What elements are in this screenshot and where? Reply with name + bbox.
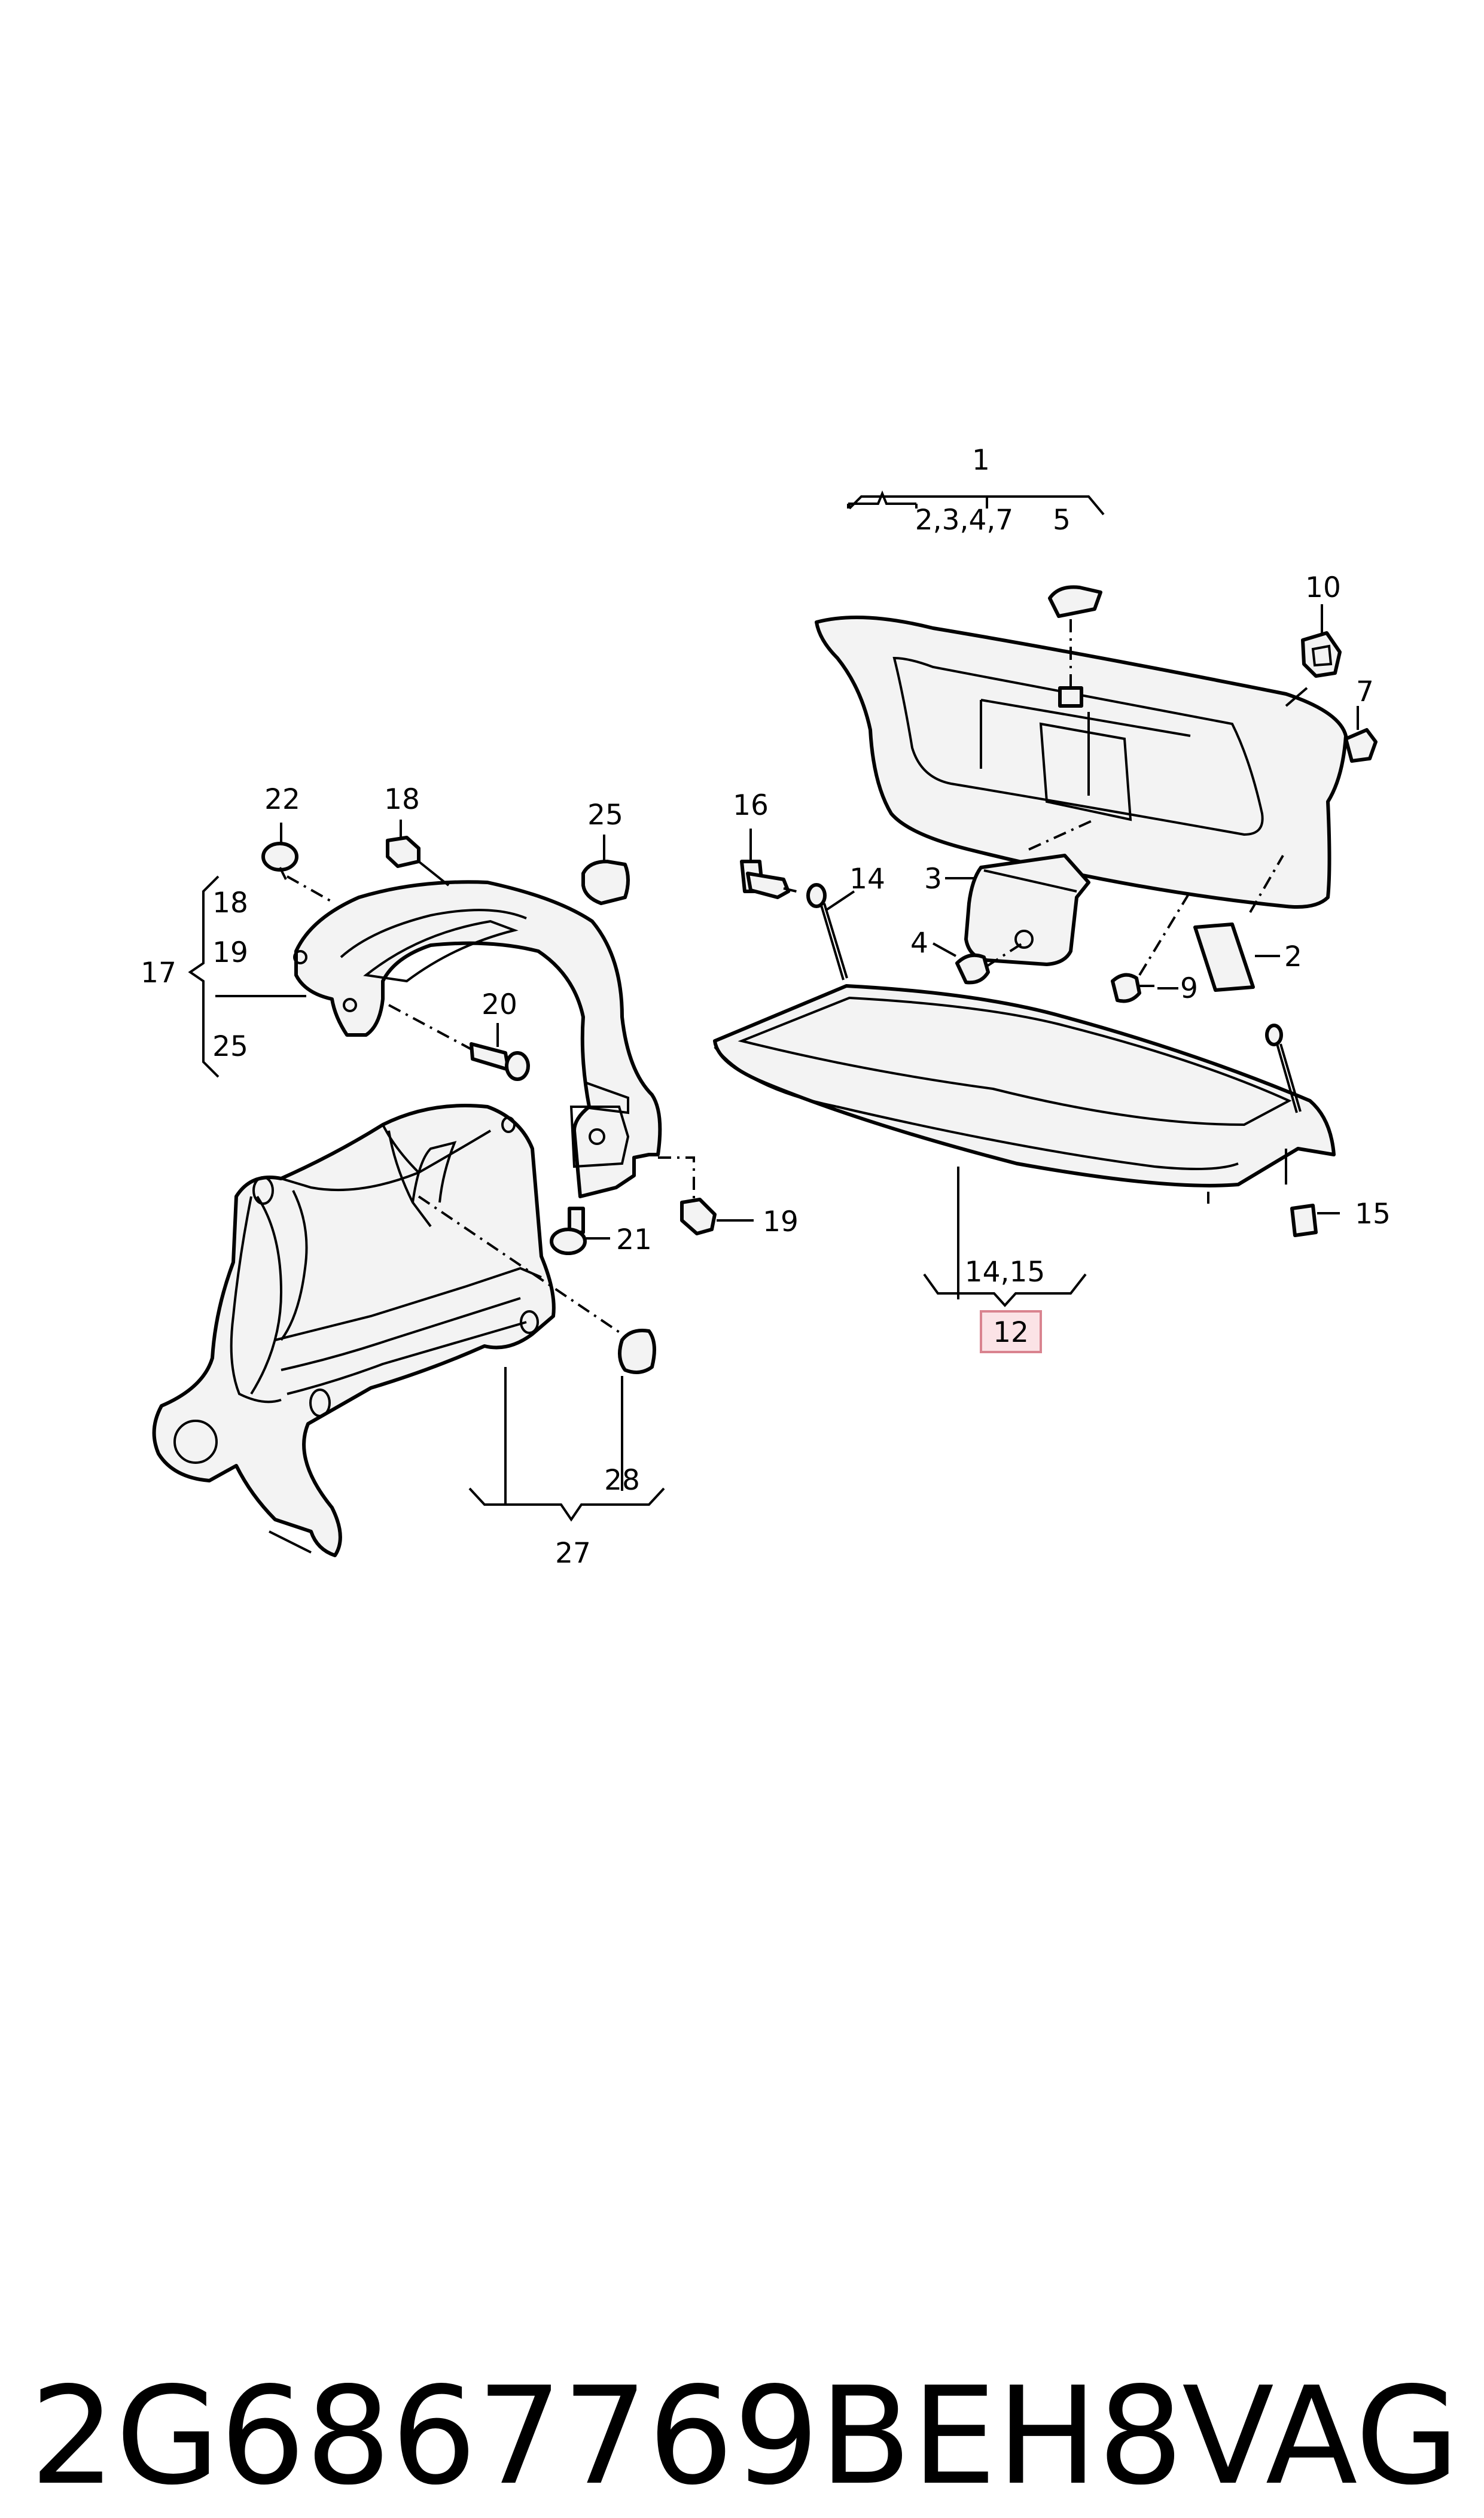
label-25-bracket: 25 [212, 1030, 248, 1063]
label-28: 28 [604, 1464, 640, 1497]
clip-part-10 [1301, 631, 1342, 678]
label-20: 20 [482, 988, 517, 1021]
screw-part-9 [1111, 973, 1154, 1003]
highlight-box-12 [980, 1310, 1042, 1353]
axis-9 [1138, 890, 1192, 976]
leader-14 [824, 890, 855, 912]
label-22: 22 [264, 783, 300, 816]
axis-16 [783, 887, 802, 894]
axis-19 [658, 1156, 695, 1199]
label-3: 3 [924, 863, 942, 896]
plug-part-28 [618, 1329, 656, 1374]
label-18-bracket: 18 [212, 887, 248, 919]
rivet-part-16 [740, 860, 790, 899]
label-14-15: 14,15 [965, 1256, 1046, 1289]
handle-part-3 [964, 854, 1090, 966]
axis-20 [388, 1004, 473, 1051]
rear-shelf-panel [815, 616, 1348, 909]
strap-part-15-right [1265, 1024, 1302, 1113]
clip-part-7 [1344, 728, 1378, 763]
label-19-bracket: 19 [212, 936, 248, 969]
label-16: 16 [733, 789, 769, 822]
label-9: 9 [1180, 972, 1198, 1005]
axis-2 [1249, 854, 1284, 914]
label-7: 7 [1356, 675, 1374, 708]
pad-part-2 [1193, 922, 1255, 992]
clip-part-22 [261, 842, 298, 880]
label-18-clip: 18 [384, 783, 420, 816]
label-14-strap: 14 [849, 863, 885, 896]
leader-4 [933, 942, 956, 957]
clip-part-5 [1048, 585, 1102, 618]
label-10: 10 [1305, 571, 1341, 604]
label-19-clip: 19 [763, 1205, 799, 1238]
axis-4 [986, 941, 1025, 967]
slot-5 [1058, 686, 1083, 708]
label-12: 12 [993, 1316, 1029, 1349]
label-27: 27 [555, 1537, 591, 1570]
label-5: 5 [1053, 504, 1071, 537]
screw-part-21 [550, 1207, 587, 1255]
label-1: 1 [972, 444, 990, 477]
clip-part-19 [680, 1198, 717, 1235]
bracket-1-frame [848, 495, 1105, 516]
bracket-27 [468, 1487, 665, 1522]
parcel-shelf [713, 984, 1336, 1204]
brand-label: VAG [1182, 2358, 1459, 2515]
bolt-part-20 [470, 1042, 530, 1081]
screw-part-4 [955, 953, 990, 985]
leader-10-panel [1285, 687, 1308, 707]
upper-side-trim [293, 880, 662, 1198]
axis-22 [287, 875, 336, 905]
label-2: 2 [1284, 940, 1302, 973]
strap-part-14 [806, 883, 848, 981]
label-15: 15 [1355, 1198, 1391, 1231]
bracket-12 [923, 1273, 1087, 1307]
axis-28 [418, 1195, 623, 1335]
label-25-clip: 25 [587, 799, 623, 832]
bracket-17 [188, 875, 220, 1078]
leader-18-panel [418, 860, 450, 887]
part-number: 2G6867769BEH8 [30, 2358, 1183, 2515]
label-4: 4 [910, 927, 928, 960]
label-2-3-4-7: 2,3,4,7 [915, 504, 1013, 537]
label-17: 17 [141, 957, 176, 989]
clip-part-18 [386, 836, 420, 868]
label-21: 21 [616, 1223, 652, 1256]
lower-side-trim [152, 1104, 556, 1557]
clip-part-25 [581, 860, 630, 905]
clip-part-15 [1290, 1204, 1318, 1237]
axis-3 [1028, 818, 1095, 851]
